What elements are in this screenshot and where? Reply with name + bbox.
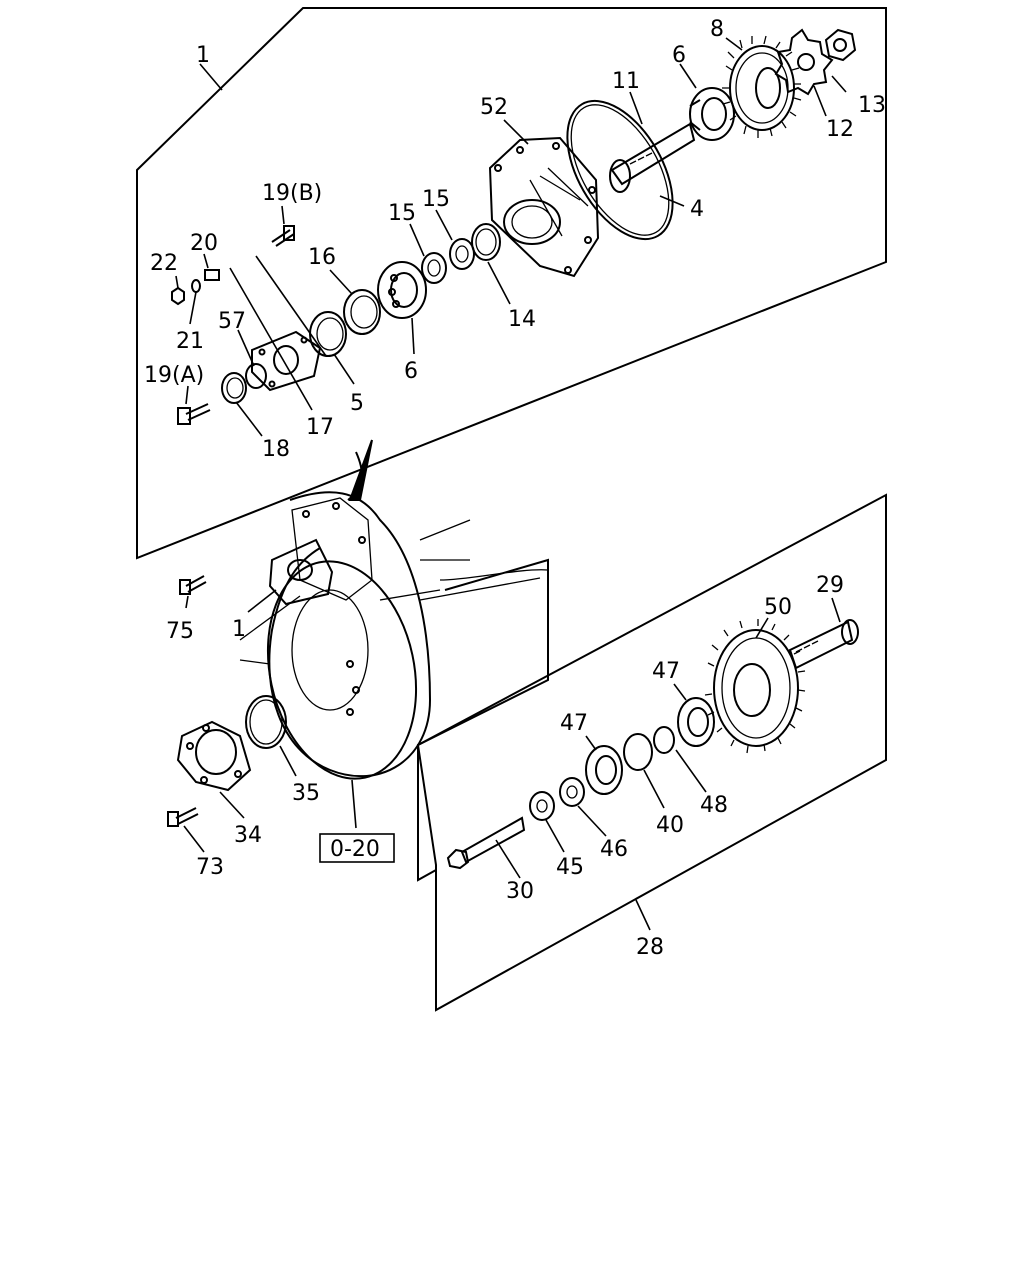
bearing-47-lower bbox=[585, 745, 623, 795]
callout-48: 48 bbox=[700, 793, 728, 818]
bearing-6-lower bbox=[377, 261, 427, 319]
callout-46: 46 bbox=[600, 837, 628, 862]
flange-17 bbox=[251, 330, 322, 392]
bolt-30 bbox=[446, 816, 526, 870]
bearing-6-upper bbox=[689, 87, 735, 141]
seal-18 bbox=[221, 372, 247, 404]
callout-22: 22 bbox=[150, 251, 178, 276]
callout-52: 52 bbox=[480, 95, 508, 120]
bolt-75 bbox=[179, 575, 207, 595]
callout-57: 57 bbox=[218, 309, 246, 334]
lower-assembly-frame bbox=[416, 493, 887, 1012]
callout-16: 16 bbox=[308, 245, 336, 270]
callout-19b: 19(B) bbox=[262, 181, 322, 206]
reference-box[interactable]: 0-20 bbox=[319, 833, 395, 863]
ring-48 bbox=[653, 726, 675, 754]
nut-13 bbox=[824, 28, 857, 62]
callout-8: 8 bbox=[710, 17, 724, 42]
bolt-19a bbox=[177, 403, 211, 425]
washer-21 bbox=[191, 279, 201, 293]
o-ring-35 bbox=[245, 695, 287, 749]
callout-34: 34 bbox=[234, 823, 262, 848]
center-leaders bbox=[183, 589, 357, 853]
lower-leaders bbox=[495, 597, 841, 931]
callout-19a: 19(A) bbox=[144, 363, 204, 388]
callout-5: 5 bbox=[350, 391, 364, 416]
transmission-housing bbox=[239, 439, 549, 780]
reference-box-label: 0-20 bbox=[330, 837, 380, 862]
callout-73: 73 bbox=[196, 855, 224, 880]
ring-5 bbox=[309, 311, 347, 357]
shaft-11 bbox=[609, 122, 696, 193]
callout-75: 75 bbox=[166, 619, 194, 644]
callout-21: 21 bbox=[176, 329, 204, 354]
callout-29: 29 bbox=[816, 573, 844, 598]
callout-50: 50 bbox=[764, 595, 792, 620]
callout-11: 11 bbox=[612, 69, 640, 94]
callout-6-upper: 6 bbox=[672, 43, 686, 68]
nut-22 bbox=[171, 286, 185, 306]
bolt-73 bbox=[167, 807, 199, 827]
callout-labels: 1 8 6 11 13 12 52 4 19(B) 15 15 20 16 22… bbox=[144, 17, 886, 960]
callout-6-lower: 6 bbox=[404, 359, 418, 384]
callout-4: 4 bbox=[690, 197, 704, 222]
washer-45 bbox=[529, 791, 555, 821]
housing-subframe bbox=[417, 558, 549, 882]
ring-14 bbox=[471, 223, 501, 261]
callout-17: 17 bbox=[306, 415, 334, 440]
callout-1-top: 1 bbox=[196, 43, 210, 68]
callout-47-lower: 47 bbox=[560, 711, 588, 736]
shim-15-b bbox=[421, 252, 447, 284]
bolt-19b bbox=[271, 225, 295, 247]
callout-1-bottom: 1 bbox=[232, 617, 246, 642]
seal-16 bbox=[343, 289, 381, 335]
callout-15-a: 15 bbox=[388, 201, 416, 226]
callout-35: 35 bbox=[292, 781, 320, 806]
callout-47-upper: 47 bbox=[652, 659, 680, 684]
callout-40: 40 bbox=[656, 813, 684, 838]
sleeve-20 bbox=[204, 269, 220, 281]
callout-14: 14 bbox=[508, 307, 536, 332]
callout-13: 13 bbox=[858, 93, 886, 118]
washer-46 bbox=[559, 777, 585, 807]
callout-45: 45 bbox=[556, 855, 584, 880]
shim-15-a bbox=[449, 238, 475, 270]
callout-30: 30 bbox=[506, 879, 534, 904]
upper-leaders bbox=[175, 37, 847, 437]
cover-34 bbox=[176, 720, 252, 792]
callout-28: 28 bbox=[636, 935, 664, 960]
bearing-47-upper bbox=[677, 697, 715, 747]
callout-20: 20 bbox=[190, 231, 218, 256]
callout-12: 12 bbox=[826, 117, 854, 142]
o-ring-4 bbox=[566, 99, 674, 241]
callout-15-b: 15 bbox=[422, 187, 450, 212]
callout-18: 18 bbox=[262, 437, 290, 462]
snap-ring-40 bbox=[623, 733, 653, 771]
cover-52 bbox=[488, 136, 600, 278]
gear-8 bbox=[722, 35, 802, 138]
upper-assembly-frame bbox=[136, 7, 887, 560]
lock-washer-12 bbox=[774, 28, 834, 96]
gear-50 bbox=[704, 619, 806, 754]
shaft-29 bbox=[788, 619, 859, 670]
ring-57 bbox=[245, 363, 267, 389]
